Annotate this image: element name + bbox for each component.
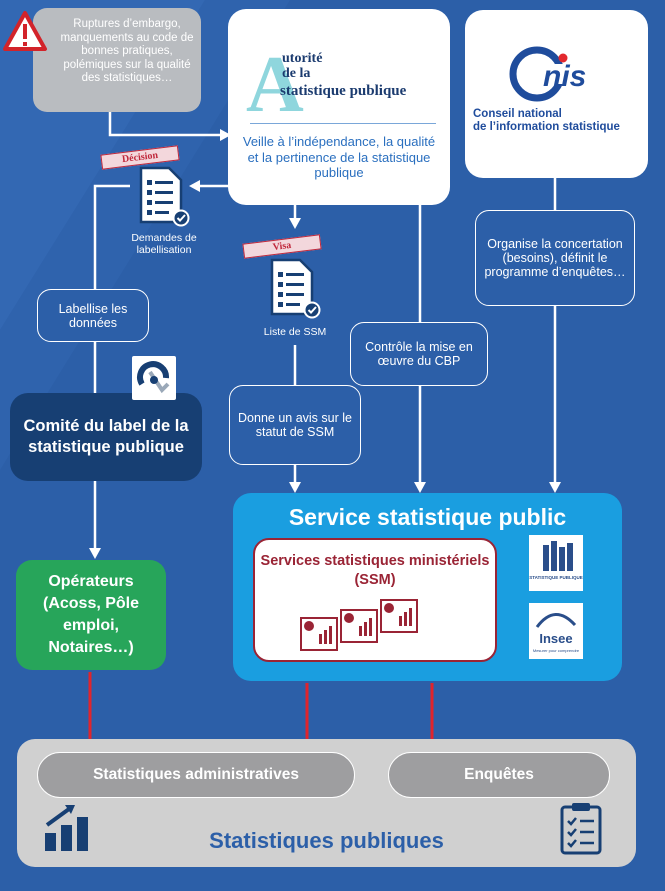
admin-pill: Statistiques administratives xyxy=(37,752,355,798)
asp-logo-line1: utorité xyxy=(282,51,323,66)
statistique-publique-logo-text: STATISTIQUE PUBLIQUE xyxy=(529,575,583,580)
warning-text: Ruptures d’embargo, manquements au code … xyxy=(60,18,194,84)
clipboard-checklist-icon xyxy=(560,803,602,855)
ssm-title: Services statistiques ministériels (SSM) xyxy=(260,553,490,588)
decision-label: Demandes de labellisation xyxy=(131,232,197,256)
visa-label: Liste de SSM xyxy=(263,326,327,338)
operateurs-box: Opérateurs (Acoss, Pôle emploi, Notaires… xyxy=(16,560,166,670)
comite-title: Comité du label de la statistique publiq… xyxy=(23,417,189,456)
bar-chart-icon xyxy=(45,805,88,851)
controle-bubble: Contrôle la mise en œuvre du CBP xyxy=(350,322,488,386)
document-check-icon xyxy=(270,258,321,319)
ssp-title: Service statistique public xyxy=(288,504,567,530)
asp-logo-line2: de la xyxy=(282,66,311,81)
label-logo-icon xyxy=(132,356,176,400)
statistique-publique-logo-icon xyxy=(529,535,583,591)
ssp-box: Service statistique public Services stat… xyxy=(233,493,622,681)
document-check-icon xyxy=(139,166,190,227)
insee-name: Insee xyxy=(539,631,573,646)
asp-description: Veille à l’indépendance, la qualité et l… xyxy=(242,134,436,180)
ssm-box: Services statistiques ministériels (SSM) xyxy=(253,538,497,662)
cnis-logo-icon: nis xyxy=(509,46,586,102)
cnis-name-line1: Conseil national xyxy=(473,108,562,120)
warning-icon xyxy=(3,11,47,51)
statistiques-publiques-box: Statistiques administratives Enquêtes St… xyxy=(17,739,636,867)
cnis-name-line2: de l’information statistique xyxy=(473,121,620,133)
reports-chart-icon xyxy=(300,599,418,651)
bottom-title: Statistiques publiques xyxy=(209,828,444,853)
asp-divider xyxy=(250,123,436,124)
asp-logo-line3: statistique publique xyxy=(280,83,407,99)
svg-text:nis: nis xyxy=(543,60,586,93)
enquetes-pill: Enquêtes xyxy=(388,752,610,798)
cnis-box: nis Conseil national de l’information st… xyxy=(465,10,648,178)
organise-bubble: Organise la concertation (besoins), défi… xyxy=(475,210,635,306)
operateurs-title: Opérateurs (Acoss, Pôle emploi, Notaires… xyxy=(42,573,140,656)
asp-logo-letter: A xyxy=(246,41,304,129)
asp-box: A utorité de la statistique publique Vei… xyxy=(228,9,450,205)
avis-bubble: Donne un avis sur le statut de SSM xyxy=(229,385,361,465)
insee-logo: Insee Mesurer pour comprendre xyxy=(529,603,583,659)
labellise-bubble: Labellise les données xyxy=(37,289,149,342)
warning-box: Ruptures d’embargo, manquements au code … xyxy=(33,8,201,112)
comite-box: Comité du label de la statistique publiq… xyxy=(10,393,202,481)
insee-logo-icon xyxy=(535,613,577,628)
insee-tagline: Mesurer pour comprendre xyxy=(532,648,580,653)
